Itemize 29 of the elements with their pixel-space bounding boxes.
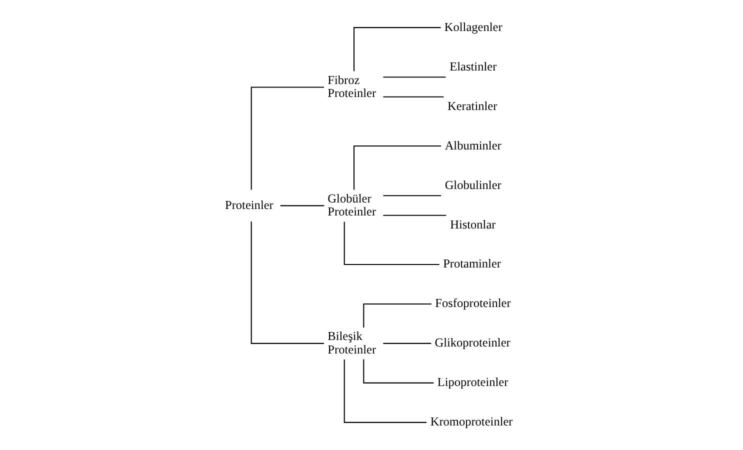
connector bbox=[343, 359, 426, 423]
connector bbox=[382, 76, 446, 78]
connector bbox=[343, 222, 439, 266]
node-text: Protaminler bbox=[442, 256, 500, 271]
connector bbox=[382, 96, 444, 98]
node-text: Kromoproteinler bbox=[430, 414, 512, 429]
connector bbox=[382, 195, 441, 196]
node-text: Histonlar bbox=[450, 217, 496, 232]
node-text: Fosfoproteinler bbox=[434, 296, 510, 310]
connector bbox=[352, 146, 441, 190]
connector bbox=[362, 359, 434, 384]
node-text: Bileşik Proteinler bbox=[327, 329, 376, 356]
node-text: Lipoproteinler bbox=[436, 375, 508, 390]
connector bbox=[362, 303, 431, 328]
node-text: Proteinler bbox=[224, 198, 273, 212]
node-text: Globulinler bbox=[444, 178, 501, 192]
connector bbox=[250, 86, 324, 190]
connector bbox=[280, 205, 324, 206]
node-text: Kollagenler bbox=[444, 20, 502, 34]
connector bbox=[382, 214, 446, 216]
node-text: Keratinler bbox=[446, 98, 497, 113]
node-text: Globüler Proteinler bbox=[327, 191, 376, 219]
connector bbox=[382, 342, 431, 344]
node-text: Elastinler bbox=[449, 59, 496, 74]
node-text: Glikoproteinler bbox=[434, 336, 510, 350]
node-text: Fibroz Proteinler bbox=[327, 72, 376, 100]
connector bbox=[352, 27, 440, 72]
connector bbox=[250, 222, 324, 344]
node-text: Albuminler bbox=[444, 138, 501, 152]
